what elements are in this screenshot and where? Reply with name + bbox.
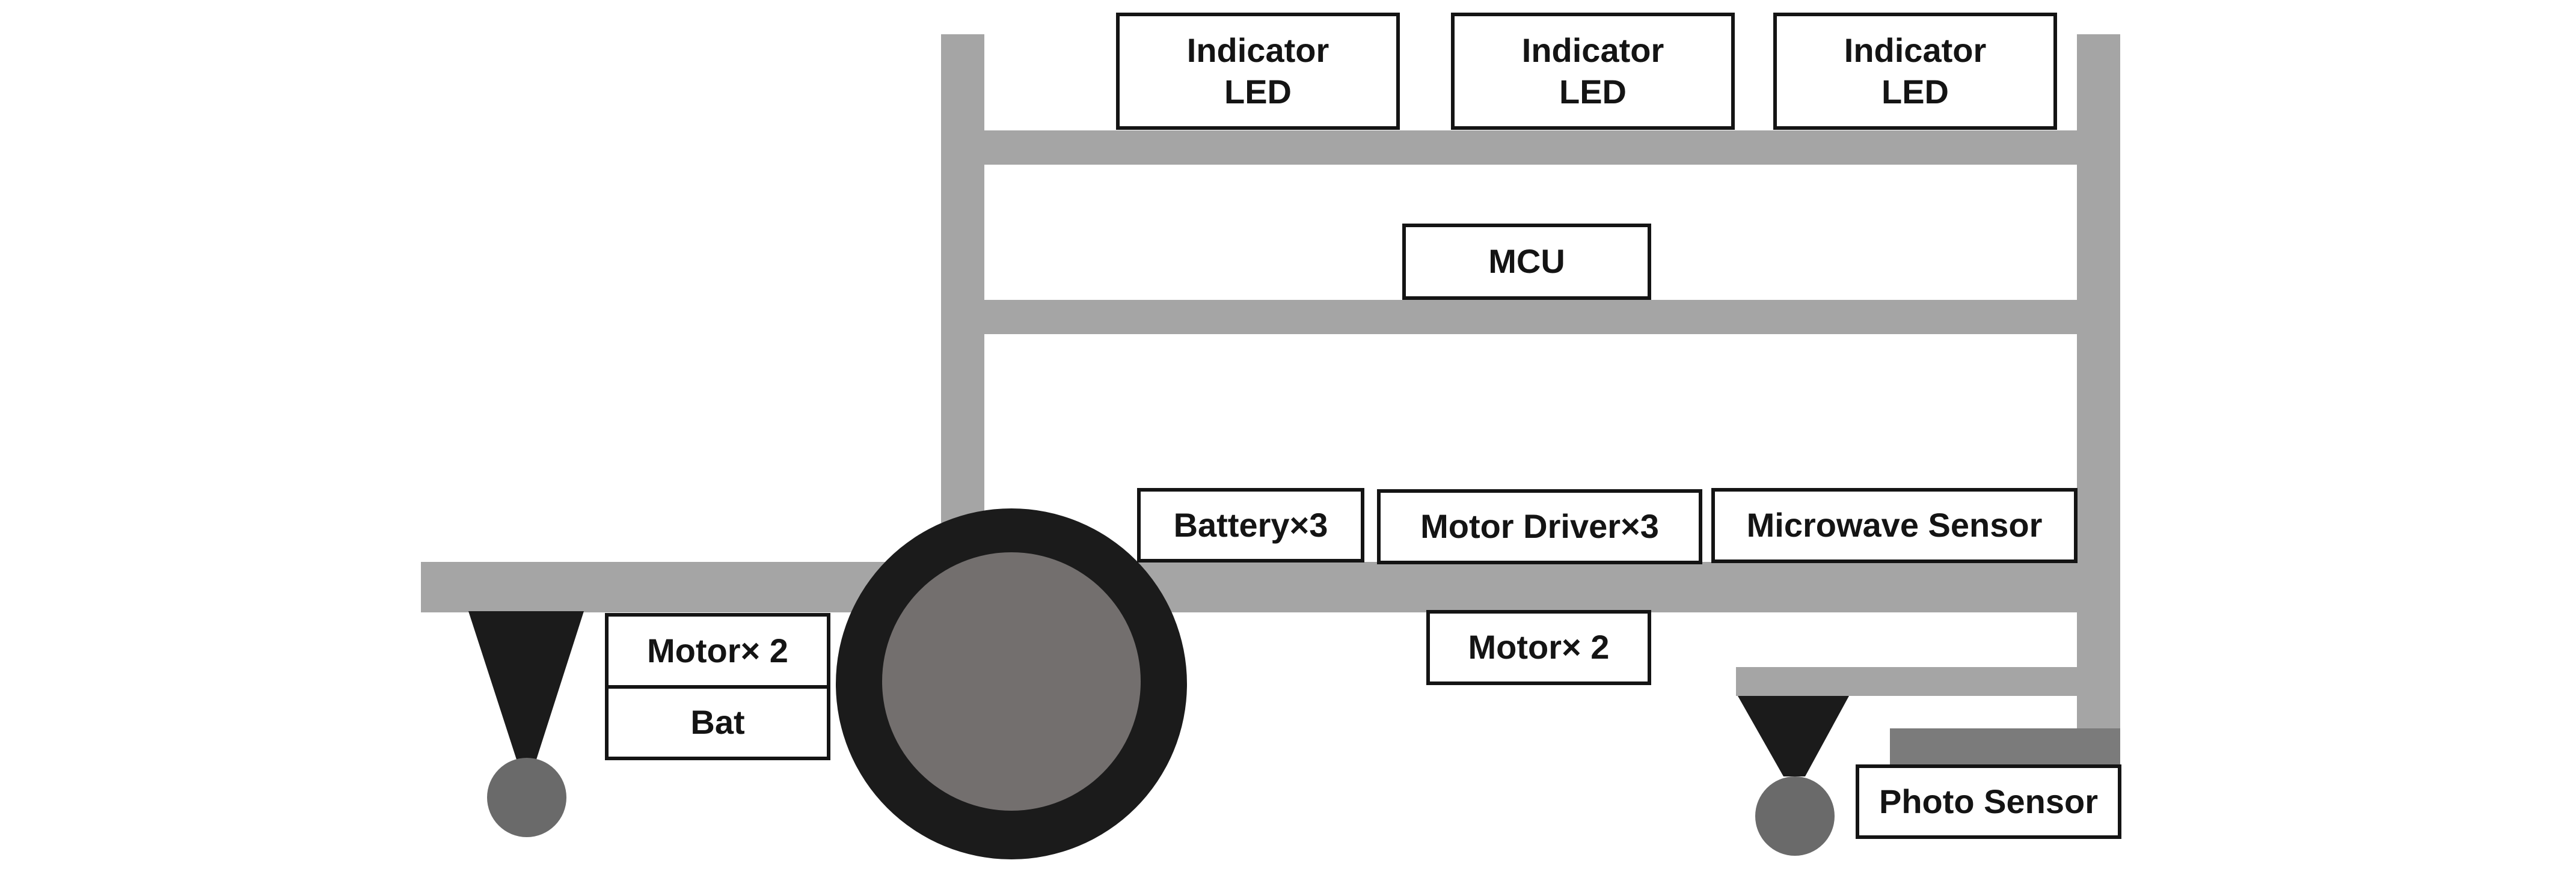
microwave-sensor-label: Microwave Sensor [1711,488,2078,563]
drive-wheel-hub [882,552,1141,811]
photo-sensor-text: Photo Sensor [1878,782,2099,820]
rear-motor-x2-text: Motor× 2 [647,631,788,669]
microwave-sensor-text: Microwave Sensor [1746,506,2043,544]
mcu-text: MCU [1488,242,1565,281]
photo-sensor-label: Photo Sensor [1856,764,2121,839]
indicator-led-label-3: Indicator LED [1773,13,2057,130]
center-motor-x2-text: Motor× 2 [1468,628,1610,666]
bat-text: Bat [690,703,745,742]
bat-label: Bat [605,685,830,760]
indicator-led-text-2: Indicator LED [1521,31,1664,111]
motor-driver-x3-text: Motor Driver×3 [1420,507,1659,546]
top-shelf [984,130,2077,165]
battery-x3-label: Battery×3 [1137,488,1364,563]
indicator-led-label-2: Indicator LED [1451,13,1735,130]
rear-motor-x2-label: Motor× 2 [605,613,830,689]
photo-sensor-plate [1890,728,2120,768]
right-post [2077,34,2120,731]
indicator-led-text-3: Indicator LED [1844,31,1987,111]
front-caster-ball [1755,776,1835,856]
rear-caster-ball [487,758,566,837]
left-post [941,34,984,523]
mcu-label: MCU [1402,224,1651,300]
base-platform [421,562,2120,612]
battery-x3-text: Battery×3 [1173,505,1328,544]
motor-driver-x3-label: Motor Driver×3 [1377,489,1702,564]
sensor-arm [1736,667,2077,696]
center-motor-x2-label: Motor× 2 [1426,610,1651,685]
indicator-led-text-1: Indicator LED [1186,31,1329,111]
middle-shelf [984,300,2077,334]
front-caster-stand [1738,696,1849,776]
indicator-led-label-1: Indicator LED [1116,13,1400,130]
rear-caster-stand [468,611,584,763]
